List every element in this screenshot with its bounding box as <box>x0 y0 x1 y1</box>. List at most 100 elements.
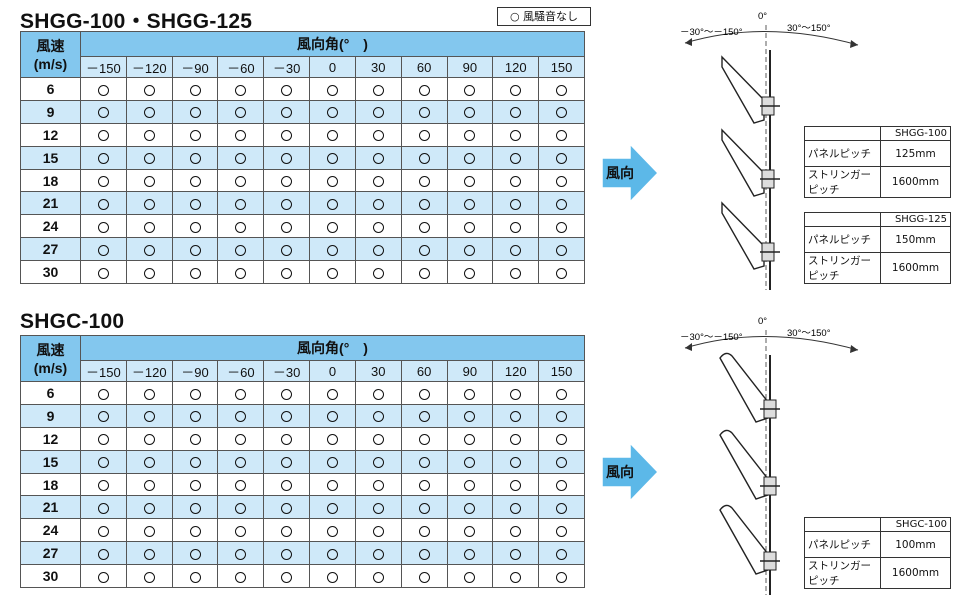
spec-value: 1600mm <box>880 557 951 589</box>
result-cell <box>309 381 356 405</box>
table-row: 18 <box>20 168 585 193</box>
no-noise-mark <box>418 176 430 188</box>
result-cell <box>263 237 311 262</box>
result-cell <box>171 214 219 239</box>
result-cell <box>309 145 356 170</box>
no-noise-mark <box>372 502 384 514</box>
table-row: 30 <box>20 564 585 589</box>
result-cell <box>400 564 448 589</box>
no-noise-mark <box>97 388 109 400</box>
result-cell <box>217 426 265 451</box>
result-cell <box>354 449 402 474</box>
no-noise-mark <box>326 198 338 210</box>
no-noise-mark <box>326 107 338 119</box>
angle-column-header: 150 <box>538 56 585 78</box>
no-noise-mark <box>326 434 338 446</box>
no-noise-mark <box>281 502 293 514</box>
wind-direction-label-1: 風向 <box>606 166 634 182</box>
no-noise-mark <box>326 548 338 560</box>
no-noise-mark <box>418 107 430 119</box>
result-cell <box>171 237 219 262</box>
no-noise-mark <box>281 388 293 400</box>
no-noise-mark <box>97 153 109 165</box>
no-noise-mark <box>556 267 568 279</box>
result-cell <box>538 99 585 124</box>
result-cell <box>492 518 540 543</box>
result-cell <box>309 472 356 497</box>
no-noise-mark <box>510 153 522 165</box>
no-noise-mark <box>418 198 430 210</box>
no-noise-mark <box>510 176 522 188</box>
no-noise-mark <box>418 130 430 142</box>
spec-model: SHGG-125 <box>880 212 951 227</box>
angle-column-header: 150 <box>538 360 585 382</box>
result-cell <box>354 168 402 193</box>
no-noise-mark <box>510 107 522 119</box>
no-noise-mark <box>281 411 293 423</box>
result-cell <box>171 541 219 566</box>
no-noise-mark <box>418 221 430 233</box>
result-cell <box>400 472 448 497</box>
no-noise-mark <box>189 221 201 233</box>
result-cell <box>80 541 127 566</box>
no-noise-mark <box>556 480 568 492</box>
no-noise-mark <box>281 457 293 469</box>
no-noise-mark <box>143 244 155 256</box>
no-noise-mark <box>556 198 568 210</box>
result-cell <box>446 260 494 285</box>
result-cell <box>446 237 494 262</box>
no-noise-mark <box>464 548 476 560</box>
no-noise-mark <box>281 176 293 188</box>
wind-speed-cell: 30 <box>20 260 81 285</box>
no-noise-mark <box>189 502 201 514</box>
no-noise-mark <box>97 107 109 119</box>
angle-column-header: －60 <box>217 56 265 78</box>
result-cell <box>125 564 173 589</box>
no-noise-mark <box>464 267 476 279</box>
table-row: 9 <box>20 403 585 428</box>
result-cell <box>263 214 311 239</box>
result-cell <box>80 495 127 520</box>
result-cell <box>309 237 356 262</box>
no-noise-mark <box>143 176 155 188</box>
no-noise-mark <box>372 411 384 423</box>
result-cell <box>125 541 173 566</box>
spec-value: 1600mm <box>880 166 951 198</box>
no-noise-mark <box>464 480 476 492</box>
result-cell <box>80 168 127 193</box>
result-cell <box>400 495 448 520</box>
result-cell <box>492 122 540 147</box>
angle-column-header: －120 <box>125 360 173 382</box>
no-noise-mark <box>556 502 568 514</box>
no-noise-mark <box>235 221 247 233</box>
no-noise-mark <box>326 244 338 256</box>
result-cell <box>171 564 219 589</box>
result-cell <box>171 191 219 216</box>
result-cell <box>80 77 127 101</box>
angle-column-header: 60 <box>400 56 448 78</box>
no-noise-mark <box>97 198 109 210</box>
no-noise-mark <box>372 153 384 165</box>
wind-speed-cell: 15 <box>20 145 81 170</box>
result-cell <box>400 426 448 451</box>
result-cell <box>171 260 219 285</box>
result-cell <box>125 237 173 262</box>
result-cell <box>217 145 265 170</box>
no-noise-mark <box>143 525 155 537</box>
no-noise-mark <box>143 548 155 560</box>
result-cell <box>354 472 402 497</box>
table-row: 24 <box>20 518 585 543</box>
no-noise-mark <box>97 244 109 256</box>
no-noise-mark <box>556 525 568 537</box>
result-cell <box>125 122 173 147</box>
result-cell <box>125 77 173 101</box>
wind-speed-cell: 27 <box>20 541 81 566</box>
table-row: 9 <box>20 99 585 124</box>
result-cell <box>538 564 585 589</box>
result-cell <box>309 564 356 589</box>
no-noise-mark <box>143 267 155 279</box>
result-cell <box>354 191 402 216</box>
no-noise-mark <box>97 130 109 142</box>
wind-speed-cell: 27 <box>20 237 81 262</box>
